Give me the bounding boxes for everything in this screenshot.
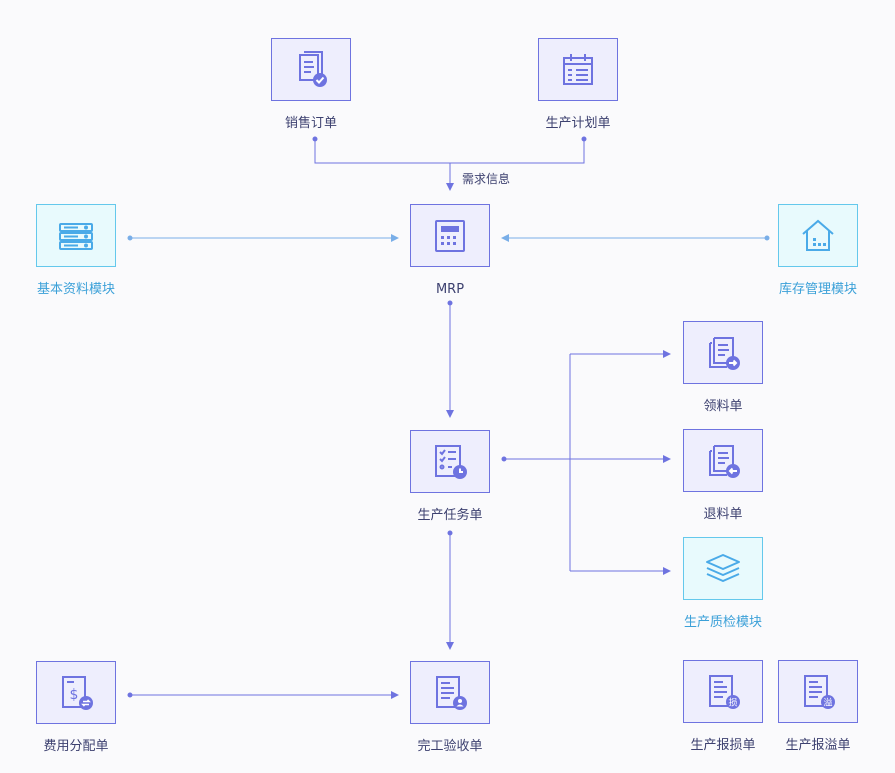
document-loss-icon: 损 [709, 674, 740, 709]
edge-mrp-to-task [446, 300, 454, 418]
document-overflow-icon: 溢 [804, 674, 835, 709]
quality-check-box[interactable] [683, 537, 763, 600]
sales-order-box[interactable] [271, 38, 351, 101]
edge-cost-to-completion [127, 691, 399, 699]
production-plan-label: 生产计划单 [545, 116, 611, 131]
document-dollar-icon: $ [62, 675, 93, 710]
document-user-icon [436, 675, 467, 710]
overflow-report-box[interactable]: 溢 [778, 660, 858, 723]
calendar-icon [563, 53, 593, 85]
overflow-report-label: 生产报溢单 [785, 738, 851, 753]
svg-text:$: $ [70, 687, 79, 703]
quality-check-label: 生产质检模块 [683, 615, 762, 630]
calculator-icon [435, 219, 465, 252]
document-arrow-left-icon [709, 444, 740, 478]
node-production-task[interactable]: 生产任务单 [410, 430, 490, 523]
node-inventory[interactable]: 库存管理模块 [778, 204, 858, 297]
completion-acceptance-box[interactable] [410, 661, 490, 724]
server-icon [59, 222, 93, 250]
node-completion-acceptance[interactable]: 完工验收单 [410, 661, 490, 754]
mrp-label: MRP [435, 282, 465, 297]
production-task-label: 生产任务单 [417, 508, 483, 523]
warehouse-icon [802, 219, 834, 251]
mrp-box[interactable] [410, 204, 490, 267]
loss-report-label: 生产报损单 [690, 738, 756, 753]
material-requisition-box[interactable] [683, 321, 763, 384]
node-sales-order[interactable]: 销售订单 [271, 38, 351, 131]
edge-label-demand-info: 需求信息 [462, 172, 511, 186]
sales-order-label: 销售订单 [284, 116, 337, 131]
inventory-label: 库存管理模块 [778, 282, 857, 297]
edge-basic-data-to-mrp [127, 234, 399, 242]
node-loss-report[interactable]: 损 生产报损单 [683, 660, 763, 753]
node-mrp[interactable]: MRP [410, 204, 490, 297]
production-plan-box[interactable] [538, 38, 618, 101]
loss-report-box[interactable]: 损 [683, 660, 763, 723]
overflow-badge-text: 溢 [823, 696, 832, 708]
material-return-label: 退料单 [703, 507, 743, 522]
loss-badge-text: 损 [728, 696, 737, 708]
edge-task-branches [501, 350, 671, 575]
edge-demand-merge [312, 136, 587, 191]
basic-data-label: 基本资料模块 [36, 282, 115, 297]
node-overflow-report[interactable]: 溢 生产报溢单 [778, 660, 858, 753]
basic-data-box[interactable] [36, 204, 116, 267]
layers-icon [706, 553, 740, 582]
material-return-box[interactable] [683, 429, 763, 492]
node-material-requisition[interactable]: 领料单 [683, 321, 763, 414]
edge-task-to-completion [446, 530, 454, 650]
document-arrow-right-icon [709, 336, 740, 370]
cost-allocation-box[interactable]: $ [36, 661, 116, 724]
node-production-plan[interactable]: 生产计划单 [538, 38, 618, 131]
node-material-return[interactable]: 退料单 [683, 429, 763, 522]
edge-inventory-to-mrp [501, 234, 770, 242]
document-check-icon [299, 50, 327, 87]
node-quality-check[interactable]: 生产质检模块 [683, 537, 763, 630]
inventory-box[interactable] [778, 204, 858, 267]
completion-acceptance-label: 完工验收单 [417, 739, 483, 754]
production-task-box[interactable] [410, 430, 490, 493]
cost-allocation-label: 费用分配单 [43, 739, 109, 754]
node-cost-allocation[interactable]: $ 费用分配单 [36, 661, 116, 754]
material-requisition-label: 领料单 [703, 399, 743, 414]
checklist-clock-icon [435, 444, 467, 479]
node-basic-data[interactable]: 基本资料模块 [36, 204, 116, 297]
